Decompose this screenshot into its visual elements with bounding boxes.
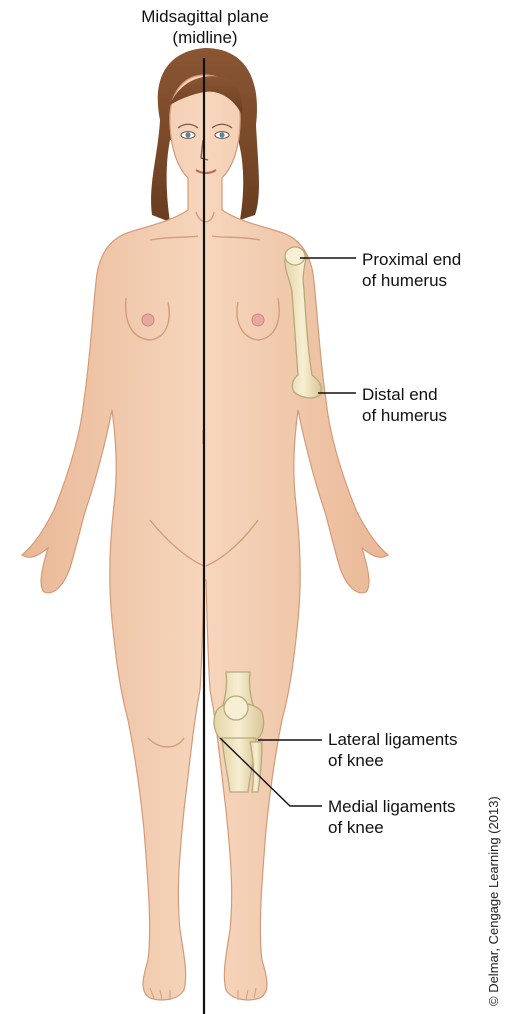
left-nipple <box>142 314 154 326</box>
distal-humerus-label: Distal end of humerus <box>362 384 447 426</box>
title-line-1: Midsagittal plane <box>95 6 315 27</box>
midsagittal-plane-label: Midsagittal plane (midline) <box>95 6 315 48</box>
right-iris <box>219 132 224 137</box>
proximal-line-2: of humerus <box>362 270 461 291</box>
proximal-line-1: Proximal end <box>362 249 461 270</box>
lateral-line-2: of knee <box>328 750 457 771</box>
title-line-2: (midline) <box>95 27 315 48</box>
lateral-line-1: Lateral ligaments <box>328 729 457 750</box>
distal-line-2: of humerus <box>362 405 447 426</box>
right-nipple <box>252 314 264 326</box>
medial-ligaments-label: Medial ligaments of knee <box>328 796 456 838</box>
left-iris <box>185 132 190 137</box>
distal-line-1: Distal end <box>362 384 447 405</box>
copyright-credit: © Delmar, Cengage Learning (2013) <box>486 796 501 1006</box>
lateral-ligaments-label: Lateral ligaments of knee <box>328 729 457 771</box>
medial-line-1: Medial ligaments <box>328 796 456 817</box>
proximal-humerus-label: Proximal end of humerus <box>362 249 461 291</box>
medial-line-2: of knee <box>328 817 456 838</box>
